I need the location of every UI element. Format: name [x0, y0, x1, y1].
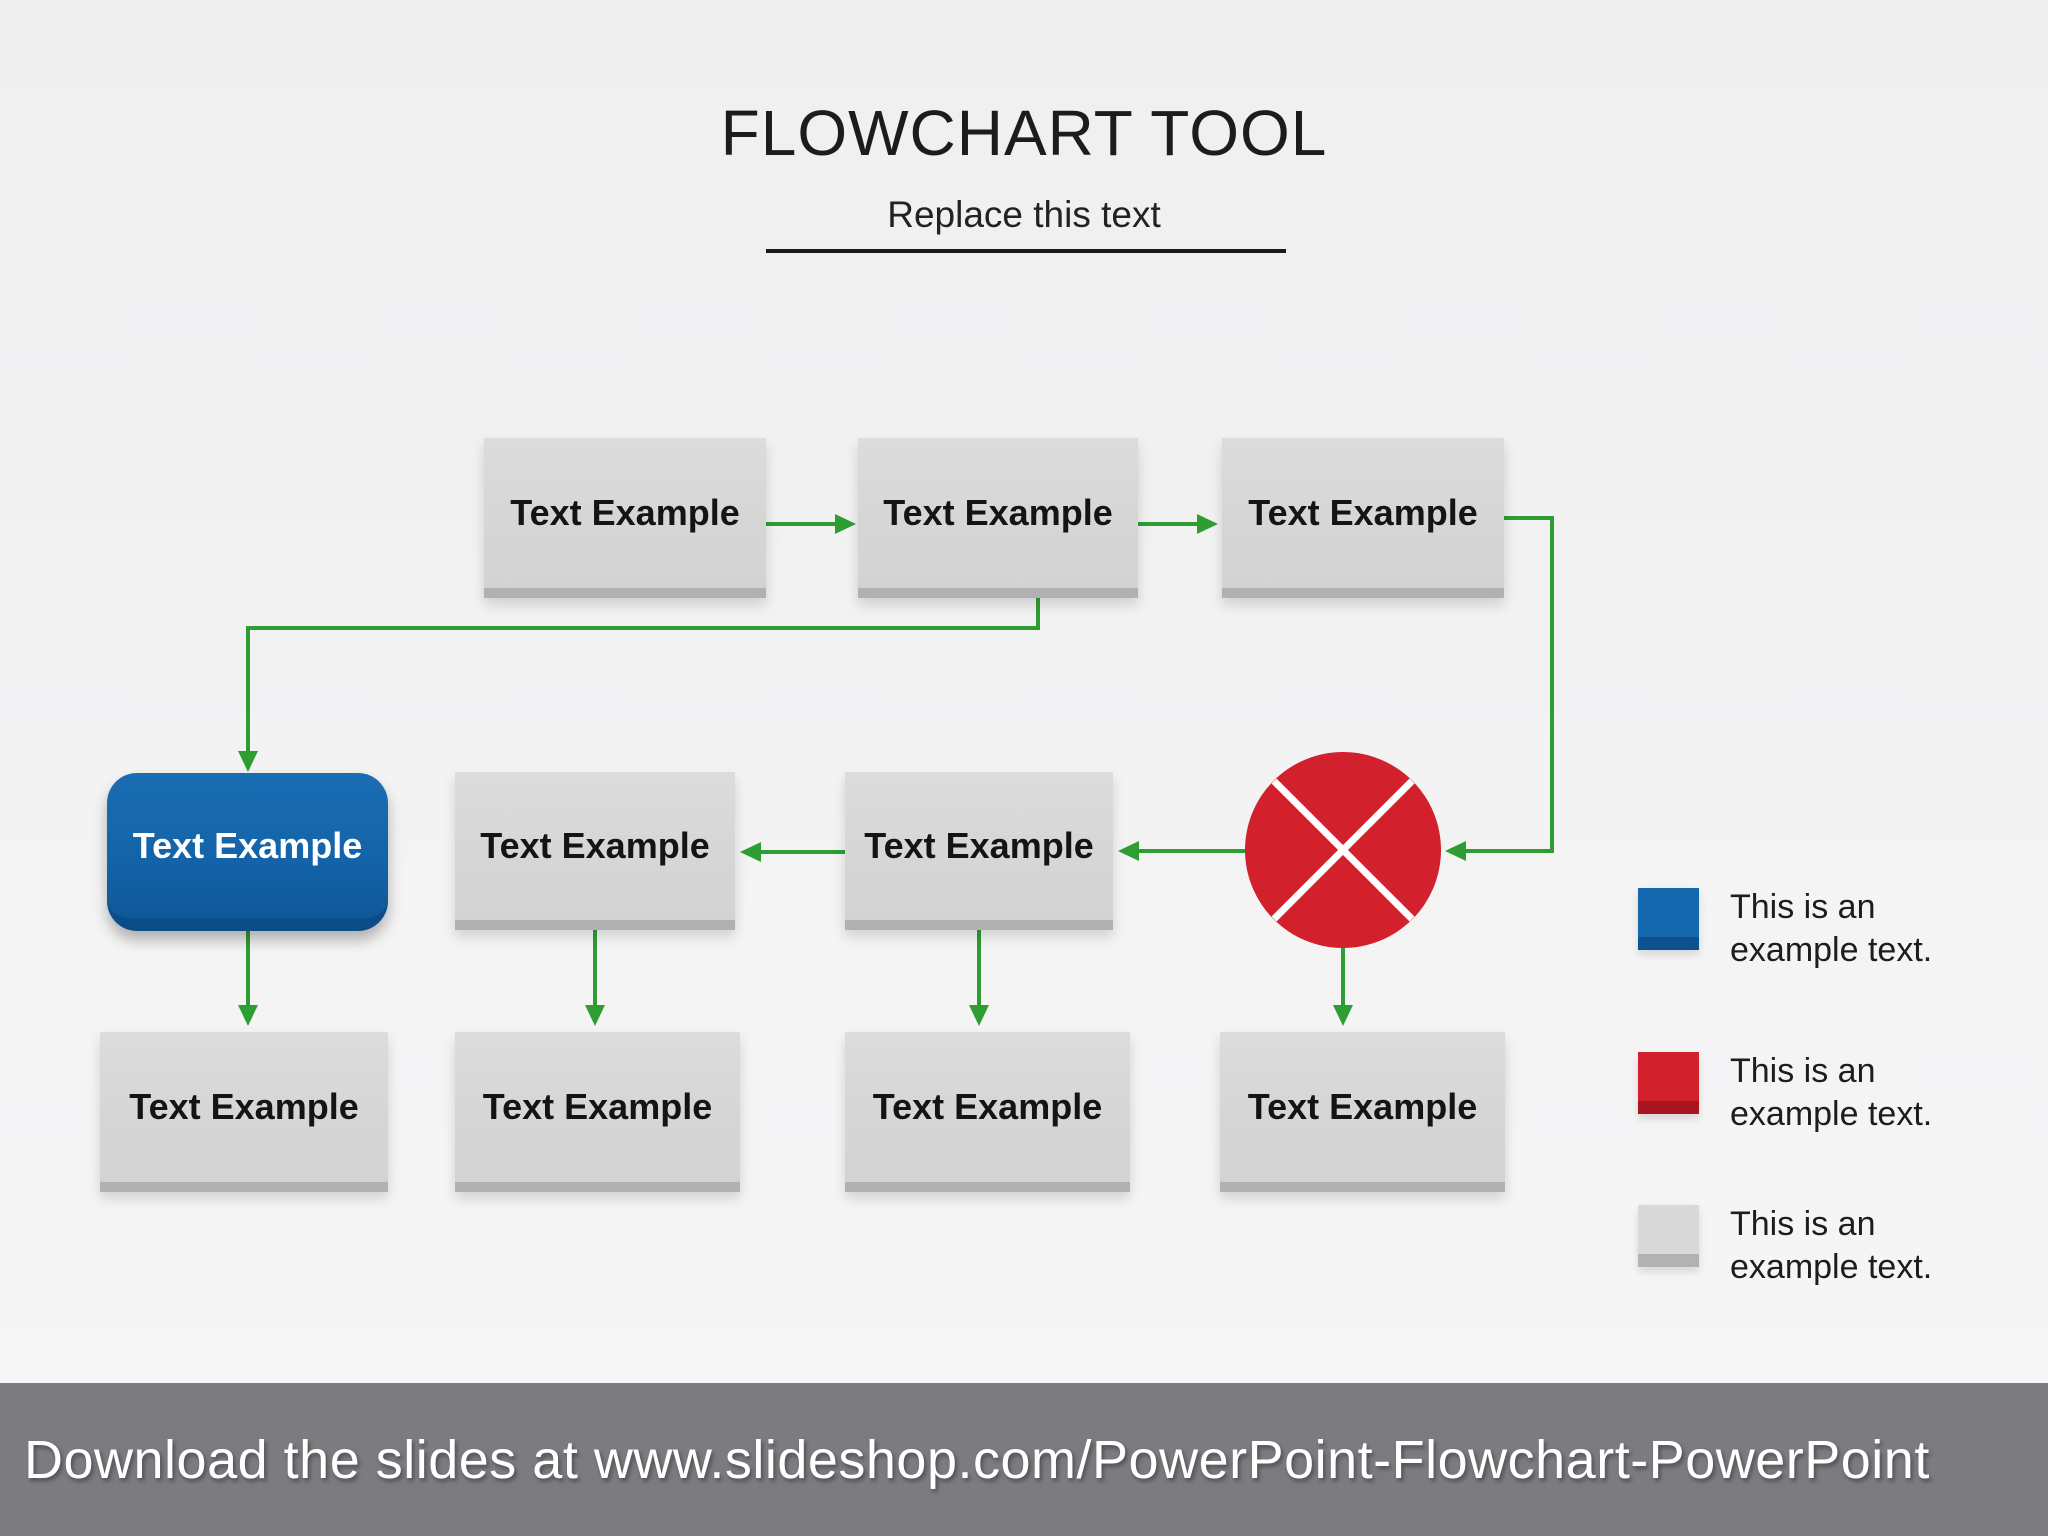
legend-item-red: This is an example text. [1638, 1050, 2038, 1180]
connector-r1b3-to-decision [1445, 516, 1554, 861]
subtitle: Replace this text [887, 194, 1161, 235]
flow-node-r1b3: Text Example [1222, 438, 1504, 598]
legend-swatch-gray [1638, 1205, 1699, 1267]
decision-cross-line [1271, 778, 1415, 922]
flow-node-r1b2: Text Example [858, 438, 1138, 598]
legend-item-gray: This is an example text. [1638, 1203, 2038, 1333]
flow-node-r2b2: Text Example [845, 772, 1113, 930]
flow-node-label: Text Example [132, 825, 363, 866]
footer-bar: Download the slides at www.slideshop.com… [0, 1383, 2048, 1536]
decision-node [1245, 752, 1441, 948]
subtitle-underline [766, 249, 1286, 253]
flow-node-label: Text Example [1248, 492, 1478, 533]
flow-node-blue: Text Example [107, 773, 388, 931]
legend-label-line2: example text. [1730, 1248, 1933, 1286]
flow-node-label: Text Example [480, 825, 710, 866]
flow-node-label: Text Example [872, 1086, 1103, 1127]
flow-node-label: Text Example [129, 1086, 359, 1127]
legend-swatch-red [1638, 1052, 1699, 1114]
flow-node-r2b1: Text Example [455, 772, 735, 930]
flow-node-r3b2: Text Example [455, 1032, 740, 1192]
flow-node-r3b3: Text Example [845, 1032, 1130, 1192]
flow-node-label: Text Example [482, 1086, 713, 1127]
legend-label: This is an example text. [1730, 886, 1932, 972]
flow-node-r3b4: Text Example [1220, 1032, 1505, 1192]
flow-node-label: Text Example [1247, 1086, 1478, 1127]
flow-node-r3b1: Text Example [100, 1032, 388, 1192]
legend-label-line1: This is an [1730, 888, 1876, 926]
legend-label-line1: This is an [1730, 1052, 1876, 1090]
legend-label-line2: example text. [1730, 1095, 1933, 1133]
legend-swatch-blue [1638, 888, 1699, 950]
legend-label-line1: This is an [1730, 1205, 1876, 1243]
flow-node-label: Text Example [883, 492, 1113, 533]
legend-item-blue: This is an example text. [1638, 886, 2038, 1016]
legend-label: This is an example text. [1730, 1203, 1932, 1289]
crossed-circle-icon [1245, 752, 1441, 948]
flow-node-r1b1: Text Example [484, 438, 766, 598]
legend-label-line2: example text. [1730, 931, 1933, 969]
connector-r1b2-to-blue-node [238, 598, 1040, 772]
flow-node-label: Text Example [510, 492, 740, 533]
footer-download-text: Download the slides at www.slideshop.com… [24, 1429, 1930, 1490]
legend-label: This is an example text. [1730, 1050, 1932, 1136]
flow-node-label: Text Example [864, 825, 1094, 866]
page-title: FLOWCHART TOOL [720, 97, 1328, 169]
